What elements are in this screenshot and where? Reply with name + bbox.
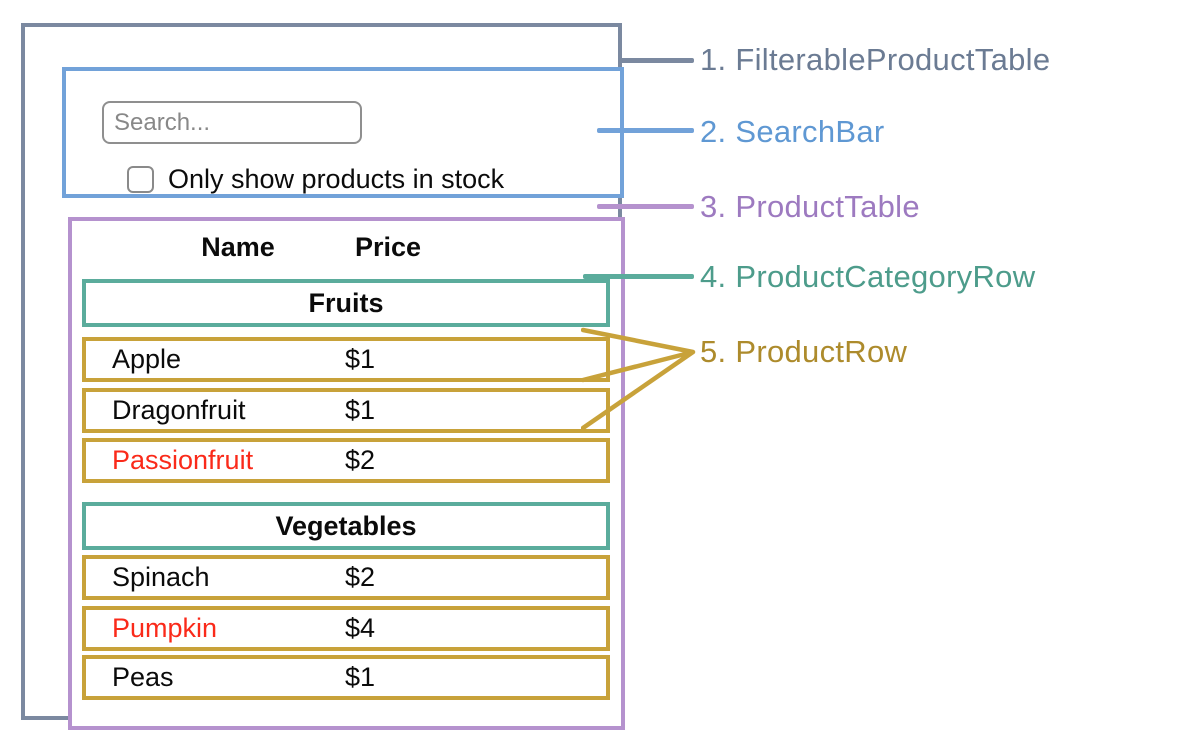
legend-product-row: 5. ProductRow bbox=[700, 334, 908, 369]
connector-line-product-table bbox=[597, 204, 694, 209]
search-bar-box: Only show products in stock bbox=[62, 67, 624, 198]
product-row: Pumpkin $4 bbox=[82, 606, 610, 651]
product-name: Dragonfruit bbox=[112, 395, 246, 425]
connector-fan-product-rows bbox=[581, 327, 696, 431]
search-input[interactable] bbox=[102, 101, 362, 144]
product-row: Dragonfruit $1 bbox=[82, 388, 610, 433]
in-stock-checkbox-label: Only show products in stock bbox=[168, 164, 505, 194]
product-row: Peas $1 bbox=[82, 655, 610, 700]
product-name: Spinach bbox=[112, 562, 210, 592]
legend-product-table: 3. ProductTable bbox=[700, 189, 920, 224]
product-price: $1 bbox=[345, 395, 376, 425]
stock-filter-row: Only show products in stock bbox=[127, 164, 504, 195]
in-stock-checkbox[interactable] bbox=[127, 166, 154, 193]
category-row-vegetables: Vegetables bbox=[82, 502, 610, 550]
product-row: Apple $1 bbox=[82, 337, 610, 382]
table-header-row: Name Price bbox=[72, 227, 621, 267]
product-name: Apple bbox=[112, 344, 182, 374]
product-row: Passionfruit $2 bbox=[82, 438, 610, 483]
filterable-product-table-box: Only show products in stock Name Price F… bbox=[21, 23, 625, 730]
connector-line-product-category-row bbox=[583, 274, 694, 279]
legend-filterable-product-table: 1. FilterableProductTable bbox=[700, 42, 1051, 77]
product-price: $2 bbox=[345, 445, 376, 475]
price-column-header: Price bbox=[354, 232, 422, 262]
product-price: $1 bbox=[345, 344, 376, 374]
product-name: Pumpkin bbox=[112, 613, 218, 643]
category-row-fruits: Fruits bbox=[82, 279, 610, 327]
product-name: Peas bbox=[112, 662, 174, 692]
product-price: $1 bbox=[345, 662, 376, 692]
name-column-header: Name bbox=[201, 232, 275, 262]
legend-product-category-row: 4. ProductCategoryRow bbox=[700, 259, 1036, 294]
connector-line-filterable-product-table bbox=[620, 58, 694, 63]
product-row: Spinach $2 bbox=[82, 555, 610, 600]
product-name: Passionfruit bbox=[112, 445, 254, 475]
product-price: $2 bbox=[345, 562, 376, 592]
product-price: $4 bbox=[345, 613, 376, 643]
connector-line-search-bar bbox=[597, 128, 694, 133]
product-table-box: Name Price Fruits Apple $1 Dragonfruit $… bbox=[68, 217, 625, 730]
legend-search-bar: 2. SearchBar bbox=[700, 114, 885, 149]
